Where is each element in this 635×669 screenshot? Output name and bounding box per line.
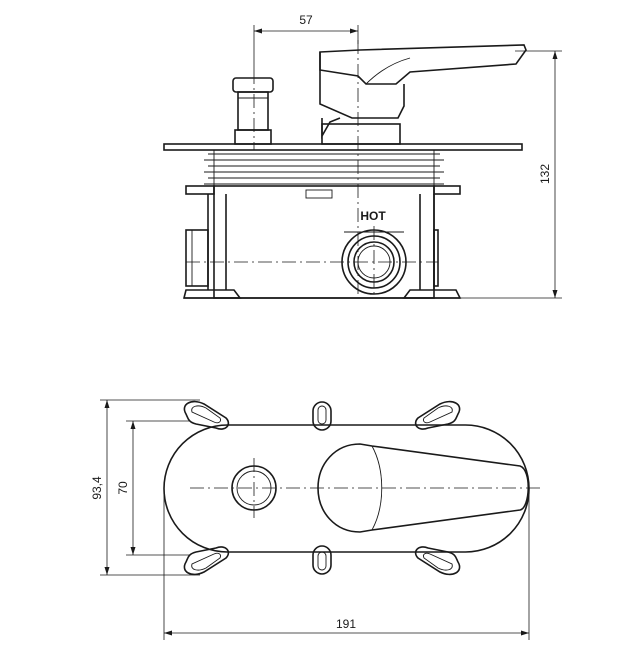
valve-body	[182, 185, 462, 299]
dimension-93-4: 93,4	[90, 399, 200, 576]
dimension-57-label: 57	[299, 13, 313, 27]
mounting-lug-bottom-center	[312, 545, 332, 575]
mounting-lug-bottom-left	[183, 546, 230, 576]
dimension-57: 57	[253, 13, 359, 70]
hot-label: HOT	[360, 209, 386, 223]
diverter-knob	[232, 77, 274, 145]
plan-view: 93,4 70 191	[90, 399, 540, 640]
mounting-ear-left	[185, 185, 215, 195]
dimension-191-label: 191	[336, 617, 356, 631]
cover-plate	[163, 143, 523, 151]
mounting-lug-top-left	[183, 400, 230, 430]
mixer-lever-top	[317, 443, 530, 533]
dimension-191: 191	[163, 494, 530, 640]
dimension-70: 70	[116, 420, 190, 556]
dimension-70-label: 70	[116, 481, 130, 495]
mounting-lug-top-right	[414, 400, 461, 430]
threaded-collar	[204, 150, 444, 186]
mounting-lug-bottom-right	[414, 546, 461, 576]
side-view: 57 132	[163, 13, 562, 299]
valve-tab	[305, 189, 333, 199]
mounting-ear-right	[433, 185, 461, 195]
dimension-93-4-label: 93,4	[90, 476, 104, 500]
mounting-lug-top-center	[312, 401, 332, 431]
mixer-lever	[319, 44, 527, 145]
oval-cover-plate	[163, 424, 530, 553]
dimension-132: 132	[460, 50, 562, 299]
dimension-132-label: 132	[538, 164, 552, 184]
